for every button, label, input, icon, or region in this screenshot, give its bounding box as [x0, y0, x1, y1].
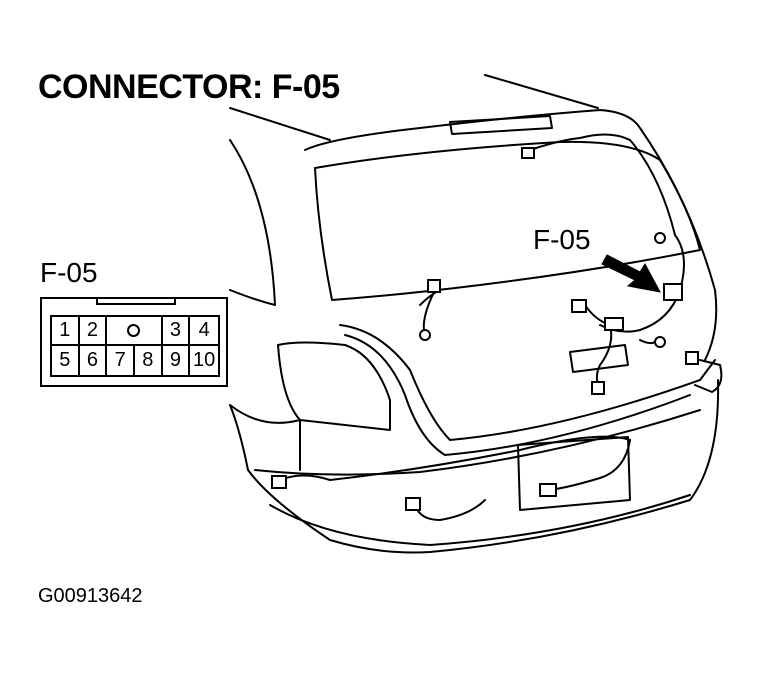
- harness-connector: [539, 483, 557, 497]
- bumper: [229, 379, 720, 554]
- bumper-top: [254, 409, 701, 476]
- pin: 6: [80, 346, 108, 375]
- pin: 8: [135, 346, 163, 375]
- callout-label: F-05: [533, 224, 591, 255]
- pin-grid: 1 2 3 4 5 6 7 8 9 10: [50, 315, 220, 377]
- roof-outline: [229, 74, 599, 141]
- harness-connector: [604, 317, 624, 331]
- pin: 4: [190, 317, 218, 346]
- harness-left: [419, 289, 441, 336]
- harness-mid: [584, 304, 613, 386]
- harness-connector: [427, 279, 441, 293]
- harness-bumper-low: [414, 499, 486, 522]
- pin: 2: [79, 317, 108, 346]
- hatch-outline: [304, 109, 718, 361]
- ground-terminal: [654, 336, 666, 348]
- harness-connector: [271, 475, 287, 489]
- hatch-lower: [339, 324, 716, 441]
- pin: 3: [162, 317, 191, 346]
- harness-upper: [529, 133, 685, 333]
- body-side-lower: [229, 404, 301, 471]
- diagram-title: CONNECTOR: F-05: [38, 68, 340, 106]
- bumper-lower: [269, 494, 691, 546]
- harness-bumper: [274, 435, 632, 491]
- figure-id: G00913642: [38, 585, 143, 607]
- harness-connector: [405, 497, 421, 511]
- hatch-inner-edge: [344, 334, 691, 456]
- harness-connector: [571, 299, 587, 313]
- connector-face-view: 1 2 3 4 5 6 7 8 9 10: [40, 297, 228, 387]
- connector-inset-label: F-05: [40, 257, 98, 288]
- ground-terminal: [654, 232, 666, 244]
- harness-connector: [663, 283, 683, 301]
- license-plate-recess: [517, 436, 631, 511]
- pin: 10: [193, 349, 216, 371]
- key-circle-icon: [127, 324, 141, 337]
- ground-terminal: [419, 329, 431, 341]
- tail-lamp-right: [694, 359, 723, 393]
- harness-connector: [521, 147, 535, 159]
- connector-lock-tab: [96, 297, 176, 305]
- license-lamp: [569, 344, 629, 373]
- rear-window: [314, 140, 701, 301]
- pin: 7: [107, 346, 135, 375]
- pin: 5: [52, 346, 80, 375]
- spoiler: [449, 115, 553, 135]
- key-slot: [107, 317, 163, 346]
- body-side-outline: [229, 139, 276, 306]
- pin: 9: [163, 346, 191, 375]
- harness-connector: [685, 351, 699, 365]
- callout-arrow-icon: [601, 254, 661, 293]
- harness-right-lower: [639, 339, 656, 345]
- tail-lamp-left: [277, 341, 391, 431]
- harness-connector: [591, 381, 605, 395]
- pin: 1: [52, 317, 80, 346]
